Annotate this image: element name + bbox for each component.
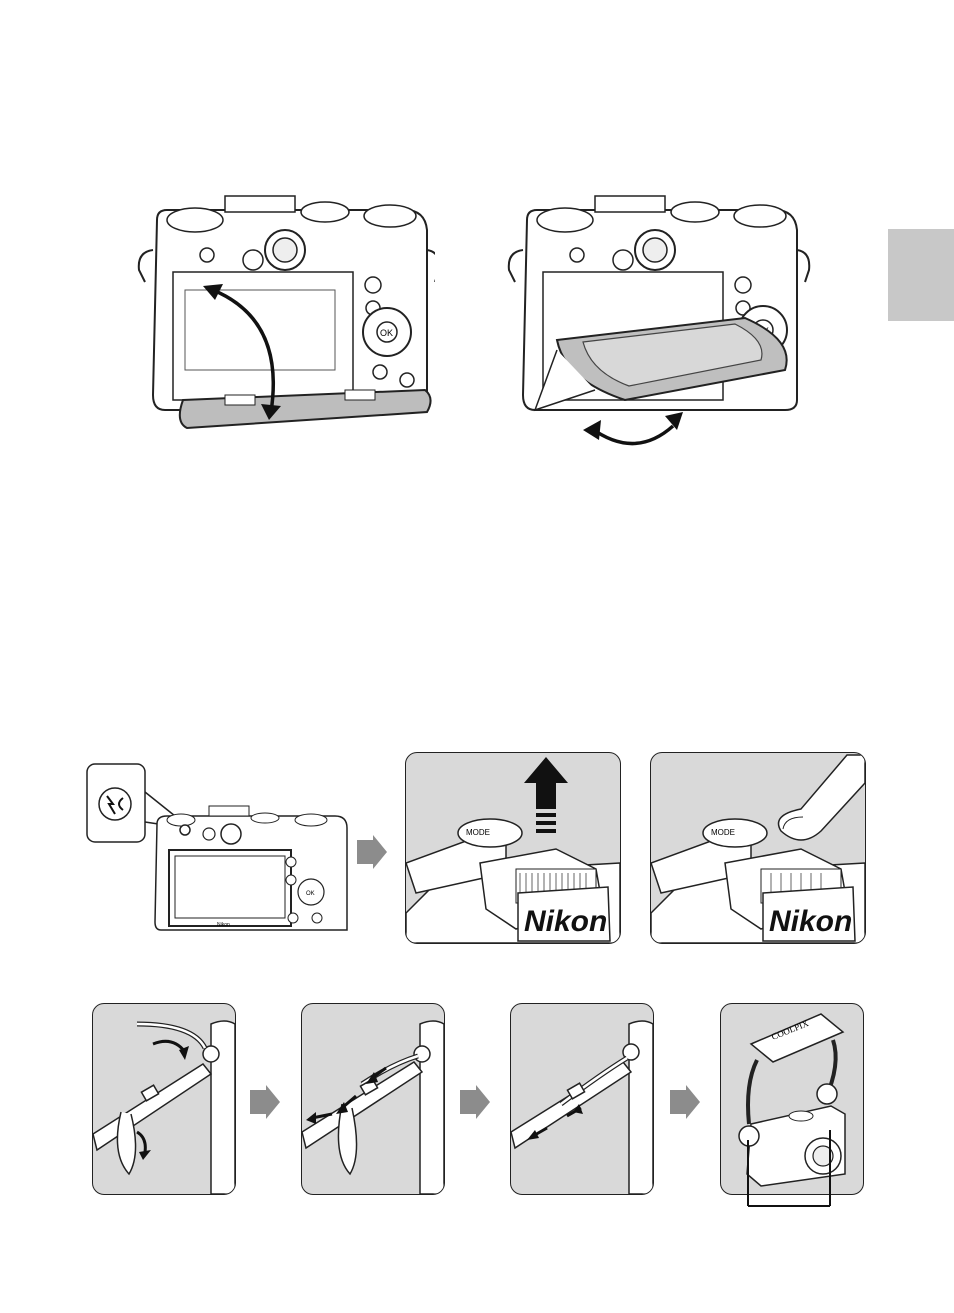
- next-step-arrow-icon: [357, 835, 387, 874]
- strap-step-2-panel: [301, 1003, 445, 1195]
- brand-logo: Nikon: [524, 905, 607, 938]
- camera-monitor-tilted-illustration: OK: [505, 190, 825, 460]
- brand-logo: Nikon: [769, 905, 852, 938]
- flash-raise-panel: MODE Nikon: [405, 752, 621, 944]
- svg-text:MODE: MODE: [466, 828, 490, 837]
- next-step-arrow-icon: [670, 1085, 700, 1124]
- flash-button-location-illustration: Nikon OK: [85, 762, 355, 942]
- strap-lug-bracket: [740, 1130, 840, 1216]
- camera-monitor-closed-illustration: OK: [135, 190, 435, 430]
- next-step-arrow-icon: [250, 1085, 280, 1124]
- brand-label-small: Nikon: [217, 922, 230, 928]
- svg-text:OK: OK: [380, 328, 393, 338]
- strap-step-1-panel: [92, 1003, 236, 1195]
- svg-text:MODE: MODE: [711, 828, 735, 837]
- strap-step-3-panel: [510, 1003, 654, 1195]
- flash-lower-panel: MODE Nikon: [650, 752, 866, 944]
- svg-text:OK: OK: [306, 891, 315, 897]
- section-tab: [888, 229, 954, 321]
- next-step-arrow-icon: [460, 1085, 490, 1124]
